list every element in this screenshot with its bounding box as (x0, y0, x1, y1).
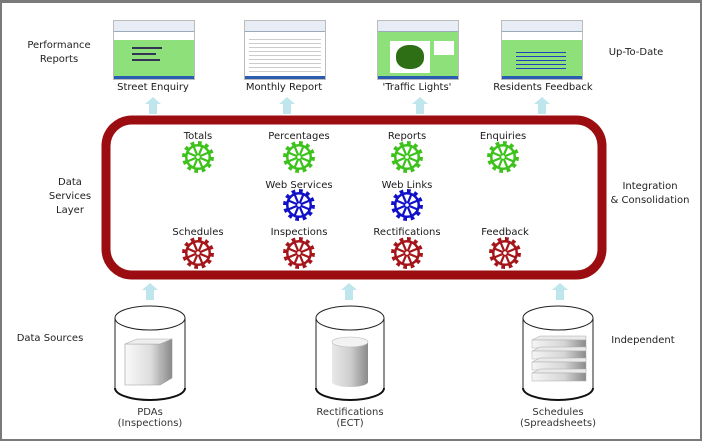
up-arrow-icon (552, 283, 568, 300)
label-data-sources: Data Sources (16, 333, 84, 344)
label-line: PDAs (137, 407, 163, 418)
report-label: Monthly Report (245, 82, 323, 93)
report-thumbnail-residents-feedback[interactable] (501, 20, 583, 80)
service-label-reports: Reports (387, 131, 427, 142)
label-line: Services (48, 191, 92, 202)
label-independent: Independent (611, 335, 675, 346)
report-label: Residents Feedback (493, 82, 593, 93)
service-label-totals: Totals (183, 131, 213, 142)
gear-icon-inspections (283, 237, 315, 269)
pda-database-cylinder (114, 305, 186, 401)
sheet-layer (531, 372, 587, 382)
service-label-web-services: Web Services (265, 180, 333, 191)
data-services-layer-box (101, 115, 607, 280)
service-label-enquiries: Enquiries (479, 131, 527, 142)
service-label-inspections: Inspections (270, 227, 328, 238)
service-label-schedules: Schedules (172, 227, 224, 238)
label-line: Schedules (532, 407, 584, 418)
rectifications-database-cylinder (315, 305, 385, 401)
report-thumbnail-street-enquiry[interactable] (113, 20, 195, 80)
report-label: 'Traffic Lights' (382, 82, 452, 93)
gear-icon-schedules (182, 237, 214, 269)
gear-icon-totals (182, 141, 214, 173)
device-box-icon (124, 338, 173, 386)
sheet-layer (531, 368, 587, 374)
source-label-schedules: Schedules (Spreadsheets) (508, 407, 608, 429)
label-line: (Spreadsheets) (519, 418, 596, 429)
gear-icon-web-links (391, 189, 423, 221)
label-data-services-layer: Data Services Layer (40, 176, 100, 218)
label-integration-consolidation: Integration & Consolidation (600, 180, 700, 208)
label-performance-reports: Performance Reports (24, 39, 94, 67)
sheet-layer (531, 346, 587, 352)
gear-icon-enquiries (487, 141, 519, 173)
gear-icon-reports (391, 141, 423, 173)
label-up-to-date: Up-To-Date (608, 47, 664, 58)
label-line: (Inspections) (117, 418, 183, 429)
up-arrow-icon (341, 283, 357, 300)
sheet-layer (531, 335, 587, 341)
label-line: Reports (39, 54, 79, 65)
gear-icon-web-services (283, 189, 315, 221)
report-label: Street Enquiry (117, 82, 189, 93)
cylinder-db-icon (331, 336, 369, 387)
service-label-web-links: Web Links (381, 180, 433, 191)
label-line: Integration (622, 181, 678, 192)
label-line: & Consolidation (610, 195, 690, 206)
schedules-database-cylinder (522, 305, 594, 401)
report-thumbnail-traffic-lights[interactable] (377, 20, 459, 80)
gear-icon-rectifications (391, 237, 423, 269)
up-arrow-icon (279, 97, 295, 114)
service-label-rectifications: Rectifications (373, 227, 441, 238)
label-line: Layer (56, 205, 84, 216)
up-arrow-icon (142, 283, 158, 300)
label-line: Performance (27, 40, 91, 51)
gear-icon-feedback (489, 237, 521, 269)
stacked-sheets-icon (531, 335, 587, 382)
service-label-percentages: Percentages (268, 131, 330, 142)
gear-icon-percentages (283, 141, 315, 173)
up-arrow-icon (412, 97, 428, 114)
sheet-layer (531, 357, 587, 363)
source-label-pdas: PDAs (Inspections) (100, 407, 200, 429)
up-arrow-icon (145, 97, 161, 114)
up-arrow-icon (534, 97, 550, 114)
service-label-feedback: Feedback (481, 227, 529, 238)
label-line: Rectifications (316, 407, 384, 418)
report-thumbnail-monthly-report[interactable] (244, 20, 326, 80)
label-line: (ECT) (336, 418, 364, 429)
label-line: Data (58, 177, 82, 188)
source-label-rectifications: Rectifications (ECT) (300, 407, 400, 429)
